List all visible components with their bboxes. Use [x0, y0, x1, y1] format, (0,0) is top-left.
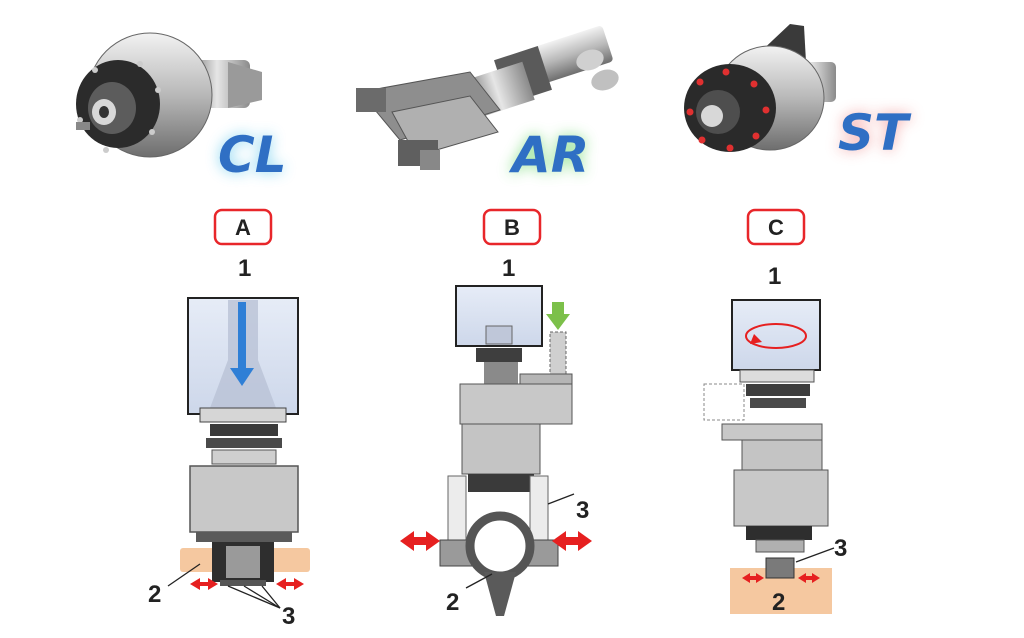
clamp-arrow-a-left — [190, 578, 218, 590]
svg-text:C: C — [768, 215, 784, 240]
panel-a-diagram: 1 2 3 — [148, 255, 310, 630]
rotary-spindle-unit-photo — [684, 24, 836, 152]
panel-label-c: C — [746, 208, 806, 246]
callout-3-b: 3 — [576, 497, 589, 524]
brand-text-cl-fg: CL — [218, 126, 287, 184]
brand-text-st-fg: ST — [838, 104, 912, 162]
callout-1-c: 1 — [768, 263, 781, 290]
callout-2-b: 2 — [446, 589, 459, 616]
clamp-arrow-b-left — [400, 531, 440, 551]
brand-text-cl: CL — [218, 126, 287, 184]
product-st: ST ST — [684, 24, 912, 162]
svg-text:B: B — [504, 215, 520, 240]
callout-2-a: 2 — [148, 581, 161, 608]
product-ar: AR AR — [356, 26, 619, 184]
rotation-arrow — [745, 323, 807, 349]
workpiece-b — [465, 511, 535, 616]
clamp-arrow-c-left — [742, 573, 764, 583]
brand-text-st: ST — [838, 104, 912, 162]
panel-b-diagram: 1 3 — [400, 255, 592, 616]
callout-1-b: 1 — [502, 255, 515, 282]
callout-1-a: 1 — [238, 255, 251, 282]
downward-flow-arrow — [230, 302, 254, 386]
product-cl: CL CL — [76, 32, 287, 184]
gripper-arm-unit-photo — [356, 26, 619, 170]
callout-2-c: 2 — [772, 589, 785, 616]
callout-3-c: 3 — [834, 535, 847, 562]
svg-text:A: A — [235, 215, 251, 240]
panel-c-diagram: 1 3 2 — [703, 263, 847, 616]
clamp-arrow-b-right — [552, 531, 592, 551]
downward-green-arrow — [546, 302, 570, 330]
brand-text-ar: AR — [508, 126, 589, 184]
clamp-arrow-a-right — [276, 578, 304, 590]
panel-label-b: B — [482, 208, 542, 246]
brand-text-ar-fg: AR — [508, 126, 589, 184]
panel-label-a: A — [213, 208, 273, 246]
spindle-clamp-unit-photo — [76, 32, 262, 158]
clamp-arrow-c-right — [798, 573, 820, 583]
callout-3-a: 3 — [282, 603, 295, 630]
